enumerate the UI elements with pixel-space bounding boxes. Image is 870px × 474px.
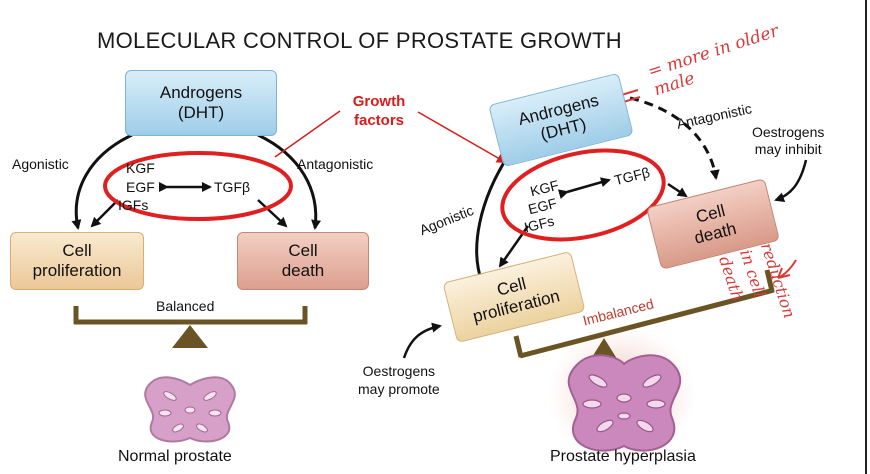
left-antagonistic-arrow [257,133,321,230]
oestrogens-promote-line-2: may promote [358,381,440,397]
oestrogens-inhibit-label: Oestrogens may inhibit [752,124,824,158]
page-title: MOLECULAR CONTROL OF PROSTATE GROWTH [97,28,622,53]
left-growth-factor-highlight [103,151,293,221]
right-scale-post-left [513,335,524,358]
growth-factors-text: Growth factors [352,93,406,129]
normal-prostate-caption: Normal prostate [118,448,232,465]
left-proliferation-label-2: proliferation [32,261,122,280]
left-death-box: Cell death [237,232,369,290]
left-antagonistic-label: Antagonistic [297,156,374,172]
balanced-label: Balanced [156,298,215,314]
left-igfs-label: IGFs [118,197,149,213]
hyperplasia-caption: Prostate hyperplasia [550,448,696,465]
left-death-label-2: death [281,261,325,280]
left-androgens-label: Androgens [159,83,243,102]
hyperplasia-prostate-ducts [582,374,666,433]
oestrogens-inhibit-line-2: may inhibit [754,141,822,157]
growth-factors-label: Growth factors [339,92,419,130]
right-agonistic-arrow [474,149,514,284]
right-scale-post-right [764,269,775,292]
left-egf-label: EGF [126,179,155,195]
left-agonistic-label: Agonistic [12,156,69,172]
left-gf-to-proliferation-arrow [90,199,119,228]
right-scale-beam [519,287,775,359]
oestrogens-promote-arrow [402,322,442,359]
left-kgf-label: KGF [126,160,155,176]
right-egf-tgf-double-arrow [557,177,611,200]
left-androgens-box: Androgens (DHT) [125,70,277,136]
oestrogens-promote-line-1: Oestrogens [362,363,436,379]
left-androgens-dht: (DHT) [177,103,225,122]
left-proliferation-label-1: Cell [62,241,92,260]
right-antagonistic-arrow [629,96,720,180]
right-growth-factor-highlight [500,148,666,242]
left-proliferation-box: Cell proliferation [10,232,144,290]
oestrogens-promote-label: Oestrogens may promote [358,362,440,398]
left-death-label-1: Cell [288,241,318,260]
right-gf-to-death-arrow [667,182,688,198]
left-scale-fulcrum [172,325,208,348]
left-agonistic-arrow [71,133,133,230]
normal-prostate-ducts [158,391,222,433]
left-tgf-label: TGFβ [214,179,251,195]
growth-factors-pointer-left [274,110,341,158]
growth-factors-pointer-right [417,111,507,163]
left-gf-to-death-arrow [257,199,288,228]
handwritten-arrow [777,259,797,279]
oestrogens-inhibit-line-1: Oestrogens [752,124,825,140]
oestrogens-inhibit-arrow [774,159,808,203]
